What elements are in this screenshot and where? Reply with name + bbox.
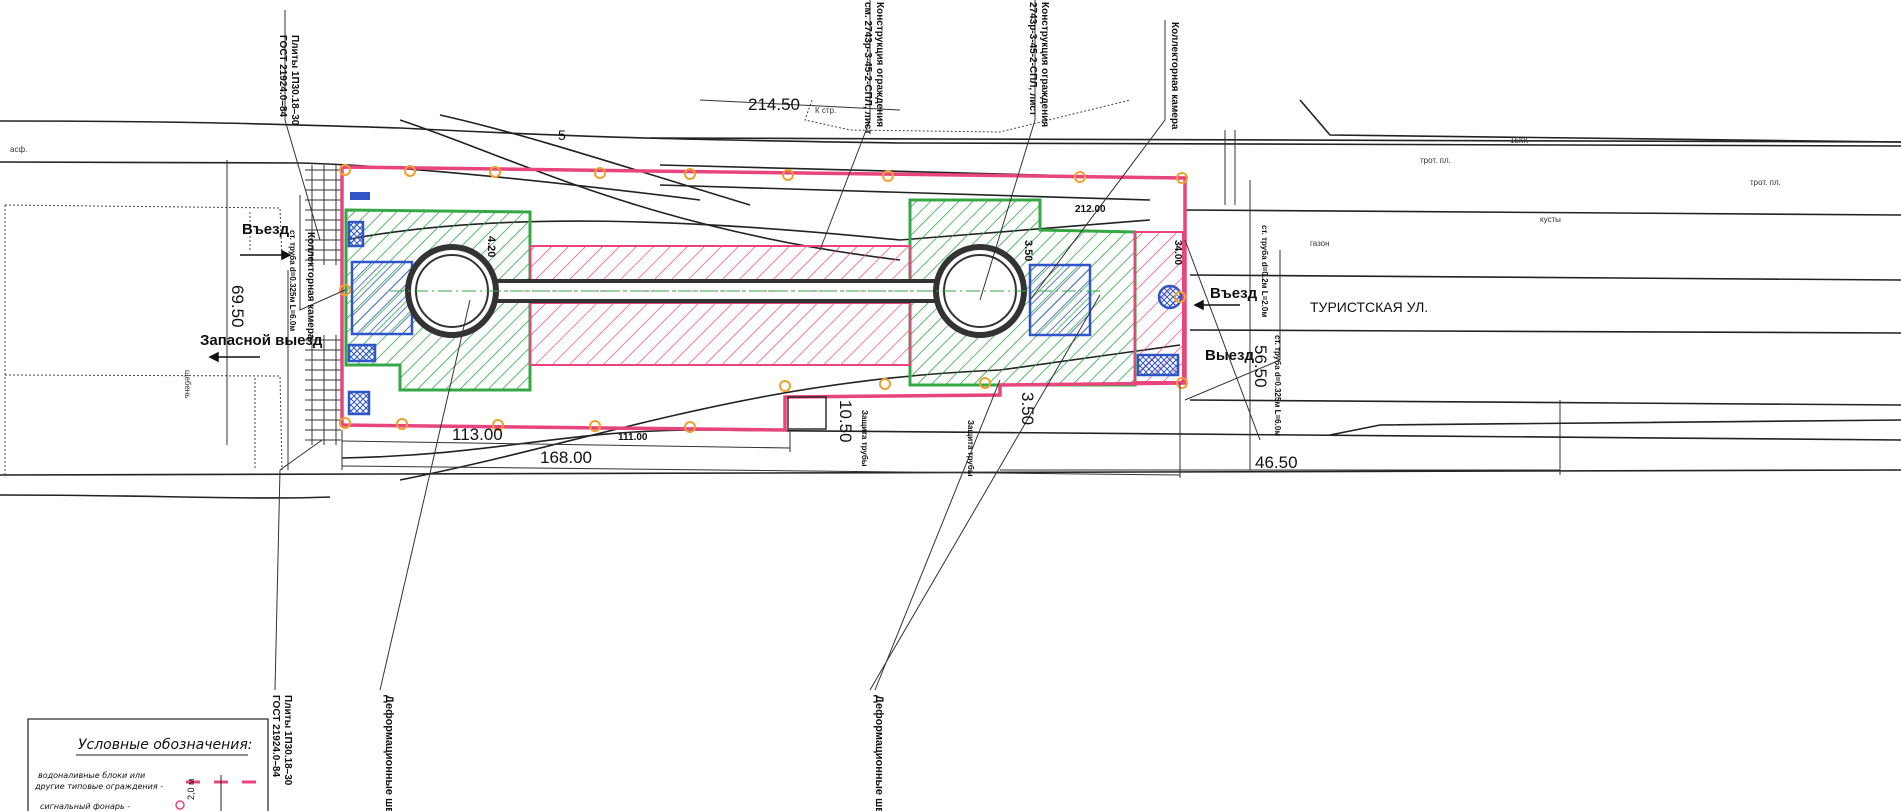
dim-hatch-right: 3.50 bbox=[1022, 240, 1034, 261]
label-street: ТУРИСТСКАЯ УЛ. bbox=[1310, 299, 1428, 315]
callout-pipe-right-bottom: ст. труба d=0.325м L=6.0м bbox=[1273, 335, 1282, 436]
callout-protect-1: Защита трубы bbox=[860, 410, 869, 467]
legend-item1-line1: водоналивные блоки или bbox=[38, 771, 145, 780]
legend-item2: сигнальный фонарь - bbox=[40, 802, 130, 811]
dimension-lines bbox=[226, 99, 1561, 478]
label-entry-right: Въезд bbox=[1210, 285, 1258, 302]
callout-pipe-left: ст. труба d=0.325м L=6.0м bbox=[288, 230, 297, 331]
legend-item1-line2: другие типовые ограждения - bbox=[34, 782, 163, 791]
equipment-box bbox=[787, 396, 827, 430]
label-reserve-exit: Запасной выезд bbox=[200, 332, 323, 349]
site-boundary bbox=[340, 165, 1187, 432]
dim-box-width: 10.50 bbox=[836, 400, 855, 443]
label-sidewalk-1: трот. пл. bbox=[1420, 156, 1451, 165]
label-sidewalk-2: трот. пл. bbox=[1750, 178, 1781, 187]
label-building: 15КК bbox=[1510, 136, 1529, 145]
dim-hatch-left: 4.20 bbox=[485, 236, 497, 257]
callout-formwork-1: Конструкция ограждения bbox=[874, 2, 885, 127]
dim-right-edge: 34.00 bbox=[1172, 240, 1183, 265]
callout-leaders bbox=[274, 0, 1281, 691]
pink-zone-bottom bbox=[529, 302, 911, 366]
label-marker-5: 5 bbox=[558, 127, 566, 143]
dim-top-suffix: К стр. bbox=[815, 106, 836, 115]
callout-collector-right: Коллекторная камера bbox=[1169, 22, 1180, 130]
dim-top-length: 214.50 bbox=[748, 95, 800, 114]
blue-blocks bbox=[347, 192, 1183, 416]
dim-offset-right: 3.50 bbox=[1018, 392, 1037, 425]
pink-zone-top bbox=[529, 245, 911, 285]
road-lines bbox=[0, 99, 1901, 499]
blue-zone-right bbox=[1028, 263, 1092, 337]
callout-formwork-2-ref: 2743р-3-45-2-СПЛ, лист bbox=[1027, 2, 1038, 116]
plate-grid-top bbox=[305, 165, 341, 265]
direction-arrows bbox=[208, 249, 1240, 363]
callout-formwork-1-ref: см. 2743р-3-45-2-СПЛ, лист bbox=[862, 2, 873, 134]
callout-plates-top: Плиты 1П30.18–30 bbox=[289, 35, 300, 126]
callout-protect-2: Защита трубы bbox=[966, 420, 975, 477]
dim-top-edge: 212.00 bbox=[1075, 204, 1106, 215]
label-gravel: щебень bbox=[183, 370, 192, 398]
legend: Условные обозначения: водоналивные блоки… bbox=[27, 718, 269, 811]
blue-zone-left bbox=[350, 260, 414, 336]
label-exit-right: Выезд bbox=[1205, 347, 1254, 364]
callout-plates-bottom: Плиты 1П30.18–30 bbox=[282, 695, 293, 786]
legend-lamp-icon bbox=[175, 800, 185, 810]
label-bushes: кусты bbox=[1540, 215, 1561, 224]
callout-collector-left: Коллекторная камера bbox=[305, 232, 316, 340]
dim-inner-length: 113.00 bbox=[452, 425, 503, 444]
dim-total-length: 168.00 bbox=[540, 448, 592, 467]
legend-item1-scale: 2,0 м bbox=[186, 779, 196, 800]
callout-formwork-2: Конструкция ограждения bbox=[1039, 2, 1050, 127]
plate-grid-bottom bbox=[305, 335, 341, 445]
dim-right-width: 56.50 bbox=[1251, 345, 1270, 388]
label-lawn: газон bbox=[1310, 239, 1330, 248]
legend-title: Условные обозначения: bbox=[78, 737, 252, 753]
callout-deform-left: Деформационные швы bbox=[383, 695, 395, 811]
tunnel bbox=[390, 244, 1100, 338]
dim-bottom-edge: 111.00 bbox=[618, 432, 648, 443]
dim-left-width: 69.50 bbox=[228, 285, 247, 328]
signal-lamps bbox=[339, 164, 1188, 433]
callout-pipe-right-top: ст. труба d=0.2м L=2.0м bbox=[1260, 225, 1269, 317]
label-asphalt: асф. bbox=[10, 145, 27, 154]
callout-deform-right: Деформационные швы bbox=[873, 695, 885, 811]
callout-plates-bottom-gost: ГОСТ 21924.0–84 bbox=[270, 695, 281, 777]
dim-right-length: 46.50 bbox=[1255, 453, 1298, 472]
label-entry-left: Въезд bbox=[242, 221, 290, 238]
callout-plates-top-gost: ГОСТ 21924.0–84 bbox=[277, 35, 288, 117]
